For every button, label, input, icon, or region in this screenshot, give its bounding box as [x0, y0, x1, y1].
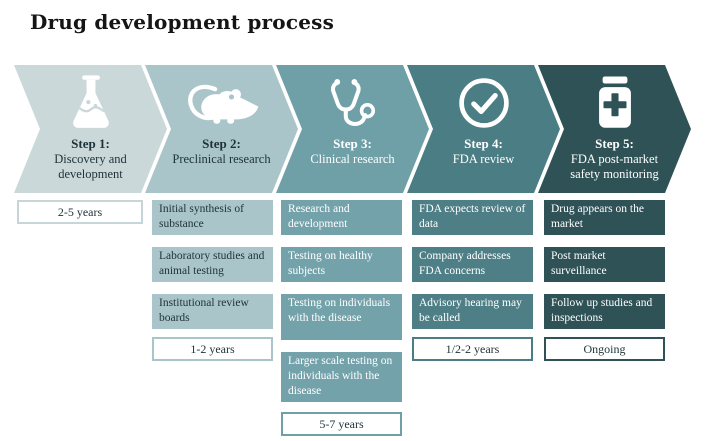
step-description: Preclinical research: [172, 152, 271, 166]
duration-box: 1-2 years: [152, 337, 273, 361]
mouse-icon: [184, 74, 260, 132]
info-box: Research and development: [281, 200, 402, 235]
column-step-1: 2-5 years: [17, 200, 143, 224]
stethoscope-icon: [326, 74, 380, 132]
process-arrow-step-1: Step 1: Discovery and development: [14, 65, 167, 193]
step-label: Step 1:: [71, 136, 110, 151]
info-box: Testing on healthy subjects: [281, 247, 402, 282]
step-label: Step 3:: [333, 136, 372, 151]
info-box: Testing on individuals with the disease: [281, 294, 402, 340]
column-step-2: Initial synthesis of substance Laborator…: [152, 200, 273, 361]
column-step-5: Drug appears on the market Post market s…: [544, 200, 665, 361]
step-description: Discovery and development: [54, 152, 127, 181]
step-label: Step 2:: [202, 136, 241, 151]
duration-box: 5-7 years: [281, 412, 402, 436]
medicine-bottle-icon: [592, 74, 638, 132]
process-arrow-step-2: Step 2: Preclinical research: [145, 65, 298, 193]
duration-box: 1/2-2 years: [412, 337, 533, 361]
step-description: Clinical research: [310, 152, 395, 166]
flask-icon: [66, 74, 116, 132]
info-box: Laboratory studies and animal testing: [152, 247, 273, 282]
step-description: FDA post-market safety monitoring: [570, 152, 659, 181]
info-box: Follow up studies and inspections: [544, 294, 665, 329]
info-box: FDA expects review of data: [412, 200, 533, 235]
process-arrow-step-3: Step 3: Clinical research: [276, 65, 429, 193]
info-box: Initial synthesis of substance: [152, 200, 273, 235]
check-circle-icon: [456, 74, 512, 132]
info-box: Advisory hearing may be called: [412, 294, 533, 329]
info-box: Drug appears on the market: [544, 200, 665, 235]
column-step-3: Research and development Testing on heal…: [281, 200, 402, 436]
info-box: Company addresses FDA concerns: [412, 247, 533, 282]
page-title: Drug development process: [30, 10, 335, 34]
info-box: Larger scale testing on individuals with…: [281, 352, 402, 402]
process-arrow-step-4: Step 4: FDA review: [407, 65, 560, 193]
info-box: Institutional review boards: [152, 294, 273, 329]
step-label: Step 5:: [595, 136, 634, 151]
duration-box: 2-5 years: [17, 200, 143, 224]
step-label: Step 4:: [464, 136, 503, 151]
info-box: Post market surveillance: [544, 247, 665, 282]
step-description: FDA review: [452, 152, 515, 166]
column-step-4: FDA expects review of data Company addre…: [412, 200, 533, 361]
duration-box: Ongoing: [544, 337, 665, 361]
process-arrow-step-5: Step 5: FDA post-market safety monitorin…: [538, 65, 691, 193]
